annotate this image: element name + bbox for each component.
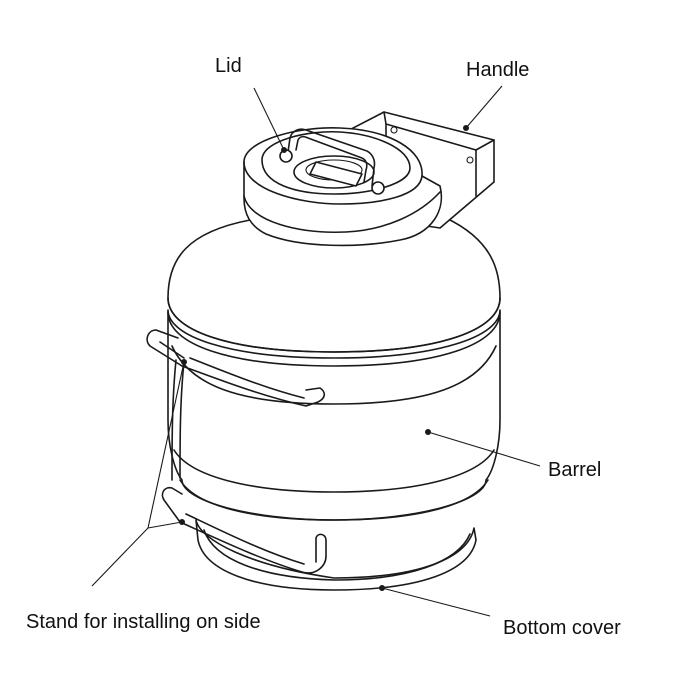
neck-assembly — [243, 111, 495, 247]
handle-label: Handle — [466, 59, 529, 81]
stand-lower-wire-front — [179, 521, 327, 574]
handle-bracket-hole-1 — [390, 126, 398, 134]
barrel-rim-line-2 — [167, 311, 501, 367]
stand-label: Stand for installing on side — [26, 611, 261, 633]
bottom-cover-leader — [381, 587, 491, 617]
handle-leader — [465, 85, 503, 129]
stand-upper-wire-inner — [159, 341, 185, 359]
handle-leader-dot — [463, 125, 469, 131]
barrel — [167, 217, 501, 591]
stand-upper-wire-front-inner — [189, 357, 305, 399]
handle-bracket-top-edge — [383, 111, 495, 151]
side-stand — [146, 329, 327, 574]
barrel-rim-line-3 — [171, 345, 497, 405]
neck-collar-top-ring — [243, 161, 423, 205]
barrel-leader — [427, 431, 541, 467]
stand-lower-wire-front-inner — [185, 513, 305, 565]
callouts — [91, 85, 541, 617]
lid-grip-handle-inner — [295, 135, 368, 183]
stand-leader-dot-lower — [179, 519, 185, 525]
barrel-label: Barrel — [548, 459, 601, 481]
handle-bracket-hole-2 — [466, 156, 474, 164]
barrel-leader-dot — [425, 429, 431, 435]
stand-leader — [91, 361, 185, 587]
bottom-cover-label: Bottom cover — [503, 617, 621, 639]
stand-rail-left — [171, 359, 177, 481]
stand-upper-wire-outer — [146, 329, 183, 367]
labels: Lid Handle Barrel Stand for installing o… — [26, 55, 621, 639]
lid-grip-handle — [287, 128, 376, 187]
barrel-rim-line-1 — [167, 297, 501, 353]
lid-grip-bar — [309, 161, 363, 187]
stand-rail-left-inner — [179, 361, 185, 479]
bottom-cover-leader-dot — [379, 585, 385, 591]
lid-leader-dot — [281, 147, 287, 153]
stand-lower-wire-outer — [161, 486, 183, 523]
barrel-lower-band-1 — [173, 449, 495, 493]
neck-collar-lower-ring — [243, 191, 441, 234]
lid-label: Lid — [215, 55, 242, 77]
barrel-lower-band-2 — [179, 479, 489, 521]
lid-leader — [253, 87, 285, 151]
stand-upper-wire-front — [181, 365, 326, 407]
bottom-cover-edge — [203, 529, 471, 581]
lid-pivot-right — [371, 181, 385, 195]
stand-leader-dot-upper — [181, 359, 187, 365]
